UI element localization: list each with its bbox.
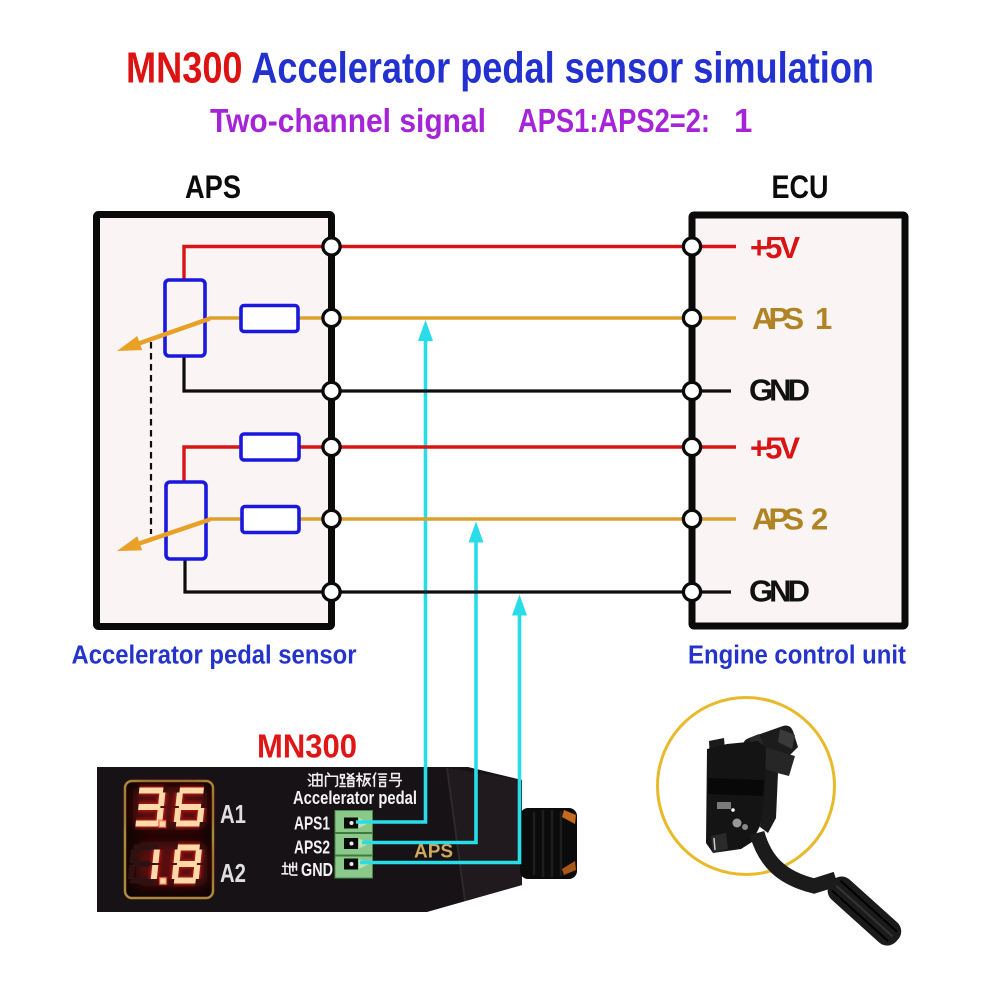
svg-text:1: 1 bbox=[734, 102, 752, 139]
svg-text:Two-channel signal: Two-channel signal bbox=[210, 102, 486, 139]
svg-text:+5V: +5V bbox=[750, 431, 800, 466]
svg-text:GND: GND bbox=[301, 860, 333, 880]
svg-text:Accelerator pedal sensor: Accelerator pedal sensor bbox=[72, 642, 357, 670]
svg-text:GND: GND bbox=[749, 574, 810, 609]
svg-text:APS1: APS1 bbox=[294, 814, 330, 834]
svg-text:MN300 Accelerator pedal sensor: MN300 Accelerator pedal sensor simulatio… bbox=[126, 44, 874, 93]
svg-text:Engine control unit: Engine control unit bbox=[688, 642, 906, 670]
svg-text:2: 2 bbox=[811, 502, 828, 537]
svg-text:MN300: MN300 bbox=[257, 728, 357, 765]
svg-text:GND: GND bbox=[749, 373, 810, 408]
svg-text:APS: APS bbox=[752, 502, 804, 537]
svg-text:APS2: APS2 bbox=[294, 838, 330, 858]
svg-text:A1: A1 bbox=[220, 799, 246, 829]
svg-text:APS: APS bbox=[414, 842, 453, 863]
svg-text:A2: A2 bbox=[220, 858, 246, 888]
svg-text:APS: APS bbox=[185, 169, 241, 205]
svg-text:ECU: ECU bbox=[772, 169, 829, 205]
svg-text:+5V: +5V bbox=[750, 230, 800, 265]
svg-text:APS1:APS2=2:: APS1:APS2=2: bbox=[518, 102, 710, 139]
svg-text:Accelerator pedal: Accelerator pedal bbox=[293, 788, 417, 808]
svg-text:APS: APS bbox=[752, 301, 804, 336]
svg-text:1: 1 bbox=[815, 301, 832, 336]
